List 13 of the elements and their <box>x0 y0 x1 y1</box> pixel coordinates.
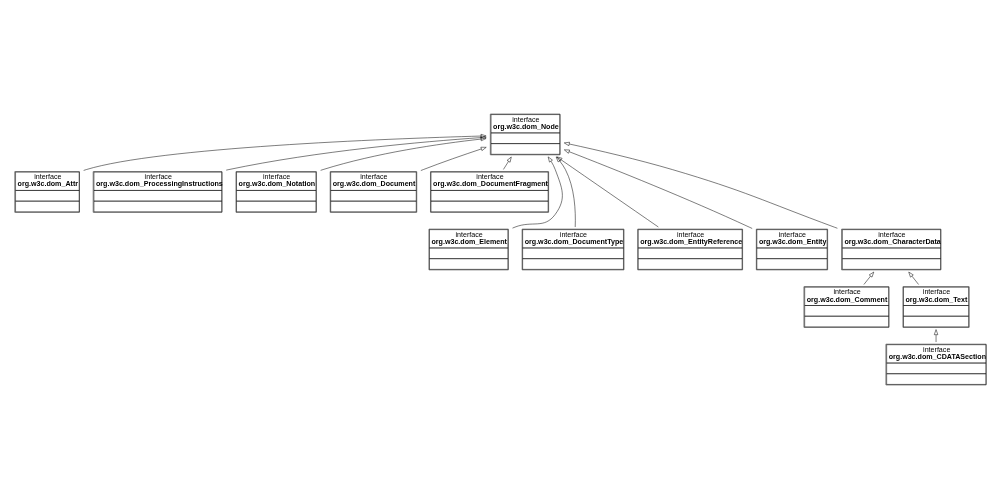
arrow <box>225 135 487 171</box>
arrow <box>556 156 659 228</box>
arrow <box>908 271 919 285</box>
arrow <box>564 149 753 229</box>
arrow <box>420 146 487 171</box>
arrow <box>934 329 939 343</box>
arrow <box>503 156 512 170</box>
arrow <box>563 141 838 229</box>
arrow <box>320 137 487 171</box>
arrow <box>512 156 563 229</box>
arrow <box>83 134 487 171</box>
arrow <box>863 271 875 285</box>
arrow <box>555 156 576 228</box>
